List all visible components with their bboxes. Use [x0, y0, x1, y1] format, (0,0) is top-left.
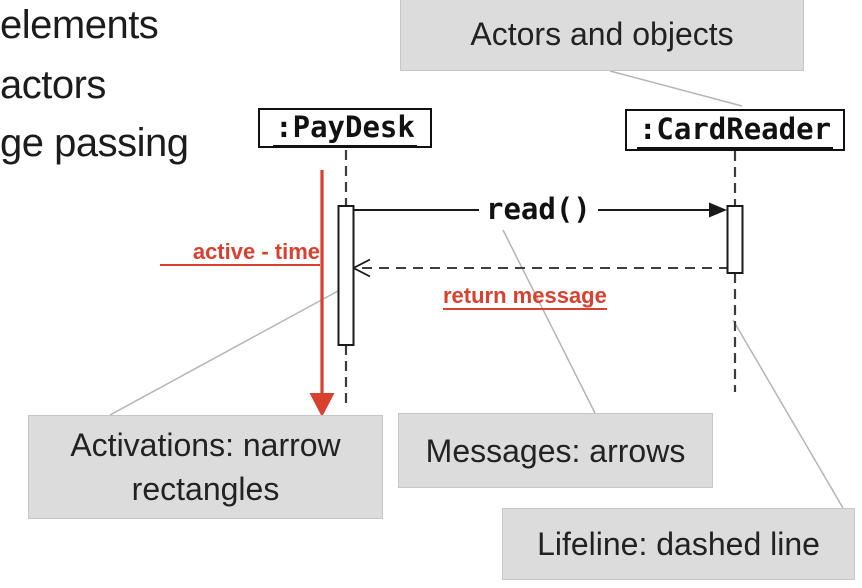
object-box-paydesk: :PayDesk: [258, 108, 432, 148]
annotation-return-message: return message: [443, 283, 607, 310]
callout-lifeline: Lifeline: dashed line: [502, 508, 855, 580]
leader-line-messages: [502, 229, 596, 414]
paydesk-activation-bar: [337, 205, 355, 346]
leader-line-actors-objects: [609, 70, 743, 107]
annotation-active-time: active - time: [160, 240, 320, 266]
cardreader-activation-bar: [726, 205, 744, 274]
call-message-arrowhead: [709, 202, 727, 218]
slide-text-fragment-elements: elements: [0, 3, 159, 47]
leader-line-lifeline: [732, 319, 844, 509]
object-box-cardreader: :CardReader: [625, 109, 845, 151]
callout-activations: Activations: narrow rectangles: [28, 415, 383, 519]
object-name-cardreader: :CardReader: [636, 112, 834, 149]
object-name-paydesk: :PayDesk: [273, 110, 417, 147]
slide-text-fragment-actors: actors: [0, 63, 106, 107]
slide-text-fragment-passing: ge passing: [0, 121, 189, 165]
leader-line-activations: [109, 290, 339, 416]
call-message-label: read(): [479, 192, 598, 226]
callout-messages: Messages: arrows: [398, 413, 713, 488]
callout-actors-and-objects: Actors and objects: [400, 0, 804, 71]
active-time-arrowhead: [309, 393, 335, 417]
